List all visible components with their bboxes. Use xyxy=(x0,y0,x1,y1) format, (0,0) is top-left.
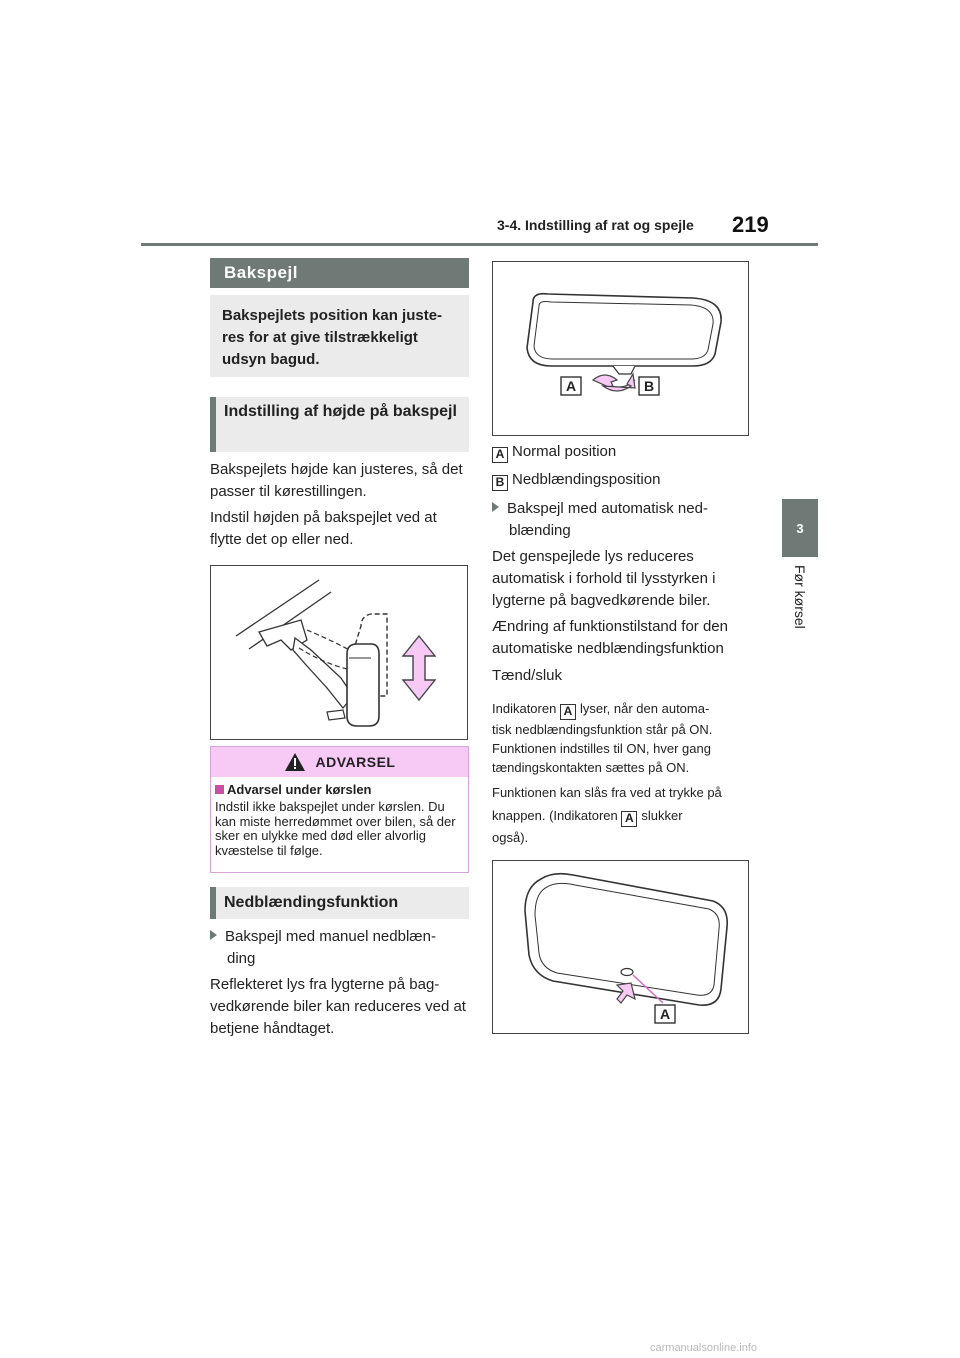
auto-mirror-illustration: A xyxy=(524,872,729,1024)
warning-header-text: ADVARSEL xyxy=(315,754,396,770)
height-paragraph-1: Bakspejlets højde kan justeres, så det p… xyxy=(210,461,463,500)
figure-mirror-dimming: A B xyxy=(492,261,749,436)
banner-title: Bakspejl xyxy=(210,258,469,288)
mirror-dimming-illustration: A B xyxy=(526,292,722,396)
manual-dim-bullet: Bakspejl med manuel nedblæn- ding xyxy=(210,926,472,970)
fig1-label-b: B xyxy=(644,378,654,394)
section-title: 3-4. Indstilling af rat og spejle xyxy=(497,217,694,233)
auto-dim-bullet: Bakspejl med automatisk ned- blænding xyxy=(492,498,754,542)
triangle-bullet-icon xyxy=(210,930,217,940)
figure-auto-mirror: A xyxy=(492,860,749,1034)
square-bullet-icon xyxy=(215,785,224,794)
auto-dim-paragraph: Det genspejlede lys reduceres automatisk… xyxy=(492,548,716,609)
height-paragraph-2: Indstil højden på bakspejlet ved at flyt… xyxy=(210,509,437,548)
indicator-a-tag: A xyxy=(559,704,576,720)
mirror-height-illustration xyxy=(235,579,437,727)
warning-title: Advarsel under kørslen xyxy=(215,782,468,797)
fig1-label-a: A xyxy=(566,378,576,394)
dimming-heading: Nedblændingsfunktion xyxy=(210,887,469,919)
off-a-tag: A xyxy=(621,811,638,827)
triangle-bullet-icon xyxy=(492,502,499,512)
chapter-tab: 3 xyxy=(782,499,818,557)
label-b-tag: B xyxy=(492,475,508,491)
manual-dim-paragraph: Reflekteret lys fra lygterne på bag-vedk… xyxy=(210,976,466,1037)
fig2-label-a: A xyxy=(660,1006,670,1022)
chapter-label-text: Før kørsel xyxy=(792,565,808,629)
warning-body: Indstil ikke bakspejlet under kørslen. D… xyxy=(215,799,456,858)
figure-mirror-height xyxy=(210,565,468,740)
chapter-label: Før kørsel xyxy=(770,565,830,645)
warning-icon xyxy=(284,753,305,771)
warning-header: ADVARSEL xyxy=(211,747,468,777)
toggle-heading: Tænd/sluk xyxy=(492,667,563,684)
watermark[interactable]: carmanualsonline.info xyxy=(650,1342,758,1354)
warning-box: ADVARSEL Advarsel under kørslen Indstil … xyxy=(210,746,469,873)
height-heading: Indstilling af højde på bakspejl xyxy=(210,397,469,452)
off-note: Funktionen kan slås fra ved at trykke på… xyxy=(492,785,722,845)
page-number: 219 xyxy=(732,212,769,237)
intro-box: Bakspejlets position kan juste-res for a… xyxy=(210,295,469,377)
mode-change-paragraph: Ændring af funktionstilstand for den aut… xyxy=(492,618,728,657)
header-rule xyxy=(141,243,818,246)
label-a-tag: A xyxy=(492,447,508,463)
